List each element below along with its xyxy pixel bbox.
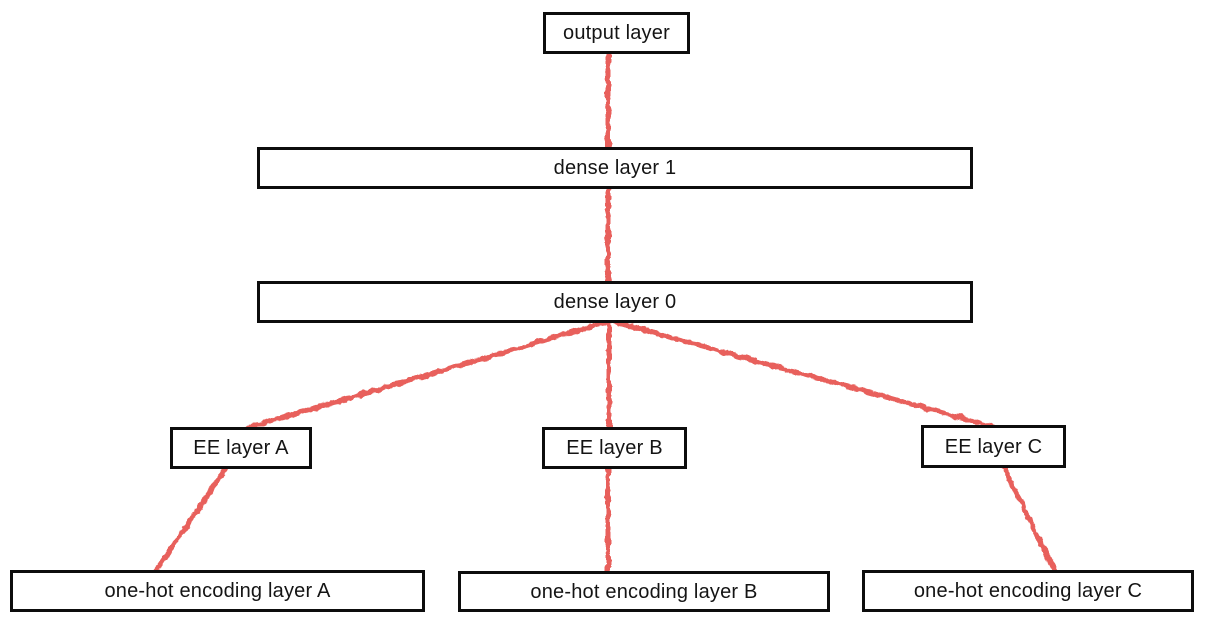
edge-ee-layer-c-to-one-hot-c [1000,463,1059,576]
node-label: EE layer B [566,437,663,459]
node-label: one-hot encoding layer A [104,580,331,602]
node-label: dense layer 0 [553,291,677,313]
node-label: one-hot encoding layer B [530,580,758,603]
node-label: output layer [563,22,670,44]
node-one-hot-b: one-hot encoding layer B [458,571,830,612]
node-label: dense layer 1 [553,157,677,179]
node-ee-layer-a: EE layer A [170,427,312,469]
node-output-layer: output layer [543,12,690,54]
node-ee-layer-b: EE layer B [542,427,687,469]
edge-dense-layer-0-to-ee-layer-a [244,318,613,431]
node-dense-layer-0: dense layer 0 [257,281,973,323]
edge-ee-layer-a-to-one-hot-a [152,464,230,575]
node-label: EE layer C [944,435,1043,458]
node-dense-layer-1: dense layer 1 [257,147,973,189]
edge-dense-layer-0-to-ee-layer-c [609,318,997,430]
node-one-hot-c: one-hot encoding layer C [862,570,1194,612]
node-label: one-hot encoding layer C [913,580,1143,602]
node-label: EE layer A [193,437,289,459]
node-ee-layer-c: EE layer C [921,425,1066,468]
node-one-hot-a: one-hot encoding layer A [10,570,425,612]
